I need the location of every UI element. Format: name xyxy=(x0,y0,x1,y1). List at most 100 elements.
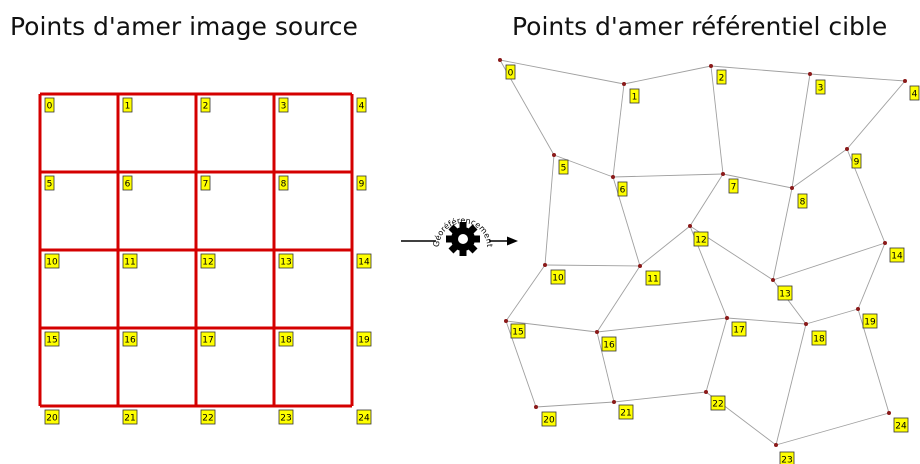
mesh-edge xyxy=(499,59,625,85)
target-point-marker-7 xyxy=(721,172,725,176)
point-label-text: 1 xyxy=(125,102,131,112)
point-label-text: 20 xyxy=(543,416,555,426)
target-point-24: 24 xyxy=(893,417,909,433)
source-point-16: 16 xyxy=(122,331,138,347)
mesh-edge xyxy=(805,308,859,325)
point-label-text: 17 xyxy=(202,336,213,346)
target-point-20: 20 xyxy=(541,411,557,427)
target-point-marker-18 xyxy=(804,322,808,326)
target-point-23: 23 xyxy=(779,451,795,464)
target-title: Points d'amer référentiel cible xyxy=(512,12,888,41)
source-point-8: 8 xyxy=(278,175,289,191)
point-label-text: 6 xyxy=(125,180,131,190)
point-label-text: 22 xyxy=(712,400,723,410)
target-point-marker-2 xyxy=(709,64,713,68)
target-point-marker-22 xyxy=(704,390,708,394)
target-point-4: 4 xyxy=(909,85,920,101)
mesh-edge xyxy=(505,320,598,333)
target-point-marker-9 xyxy=(845,147,849,151)
source-point-7: 7 xyxy=(200,175,211,191)
source-point-23: 23 xyxy=(278,409,294,425)
arrow-right-icon xyxy=(507,236,518,246)
point-label-text: 23 xyxy=(781,456,792,464)
target-point-marker-0 xyxy=(498,58,502,62)
point-label-text: 17 xyxy=(733,326,744,336)
target-point-7: 7 xyxy=(728,178,739,194)
point-label-text: 18 xyxy=(813,335,825,345)
point-label-text: 16 xyxy=(124,336,136,346)
mesh-edge xyxy=(772,242,886,281)
point-label-text: 23 xyxy=(280,414,291,424)
target-point-marker-24 xyxy=(887,411,891,415)
source-point-9: 9 xyxy=(356,175,367,191)
target-point-14: 14 xyxy=(889,247,905,263)
mesh-edge xyxy=(553,154,614,178)
point-label-text: 9 xyxy=(359,180,365,190)
point-label-text: 1 xyxy=(632,93,638,103)
target-point-marker-21 xyxy=(612,400,616,404)
point-label-text: 2 xyxy=(719,74,725,84)
target-point-3: 3 xyxy=(815,79,826,95)
point-label-text: 10 xyxy=(552,274,564,284)
source-point-6: 6 xyxy=(122,175,133,191)
point-label-text: 19 xyxy=(864,318,876,328)
target-point-marker-16 xyxy=(595,330,599,334)
source-point-24: 24 xyxy=(356,409,372,425)
target-point-9: 9 xyxy=(851,153,862,169)
target-point-17: 17 xyxy=(731,321,747,337)
mesh-edge xyxy=(791,148,848,189)
mesh-edge xyxy=(689,173,724,227)
mesh-edge xyxy=(613,391,707,403)
target-point-marker-1 xyxy=(622,82,626,86)
target-point-2: 2 xyxy=(716,69,727,85)
point-label-text: 22 xyxy=(202,414,213,424)
source-point-5: 5 xyxy=(44,175,55,191)
target-point-marker-10 xyxy=(543,263,547,267)
source-point-11: 11 xyxy=(122,253,138,269)
source-point-2: 2 xyxy=(200,97,211,113)
mesh-edge xyxy=(722,173,793,189)
mesh-edge xyxy=(535,401,615,408)
mesh-edge xyxy=(710,65,724,175)
target-point-1: 1 xyxy=(629,88,640,104)
target-mesh xyxy=(499,59,906,446)
point-label-text: 15 xyxy=(512,328,523,338)
georeferencing-process: Géoréférencement xyxy=(401,216,518,256)
source-point-20: 20 xyxy=(44,409,60,425)
target-point-19: 19 xyxy=(862,313,878,329)
target-point-marker-14 xyxy=(883,241,887,245)
point-label-text: 14 xyxy=(358,258,370,268)
mesh-edge xyxy=(612,173,724,178)
target-point-marker-5 xyxy=(552,153,556,157)
point-label-text: 20 xyxy=(46,414,58,424)
mesh-edge xyxy=(596,317,728,333)
target-points xyxy=(498,58,907,447)
source-point-18: 18 xyxy=(278,331,294,347)
target-point-0: 0 xyxy=(505,64,516,80)
source-point-14: 14 xyxy=(356,253,372,269)
mesh-edge xyxy=(623,65,712,85)
point-label-text: 0 xyxy=(508,69,514,79)
target-point-8: 8 xyxy=(797,193,808,209)
point-label-text: 24 xyxy=(358,414,370,424)
point-label-text: 2 xyxy=(203,102,209,112)
mesh-edge xyxy=(705,317,728,393)
source-point-1: 1 xyxy=(122,97,133,113)
mesh-edge xyxy=(726,317,807,325)
point-label-text: 7 xyxy=(203,180,209,190)
point-label-text: 8 xyxy=(281,180,287,190)
source-point-10: 10 xyxy=(44,253,60,269)
point-label-text: 9 xyxy=(854,158,860,168)
point-label-text: 5 xyxy=(561,164,567,174)
target-point-16: 16 xyxy=(601,336,617,352)
mesh-edge xyxy=(791,73,811,189)
source-point-13: 13 xyxy=(278,253,294,269)
target-point-marker-6 xyxy=(611,175,615,179)
point-label-text: 0 xyxy=(47,102,53,112)
mesh-edge xyxy=(544,154,555,266)
source-point-22: 22 xyxy=(200,409,216,425)
target-point-12: 12 xyxy=(693,231,709,247)
